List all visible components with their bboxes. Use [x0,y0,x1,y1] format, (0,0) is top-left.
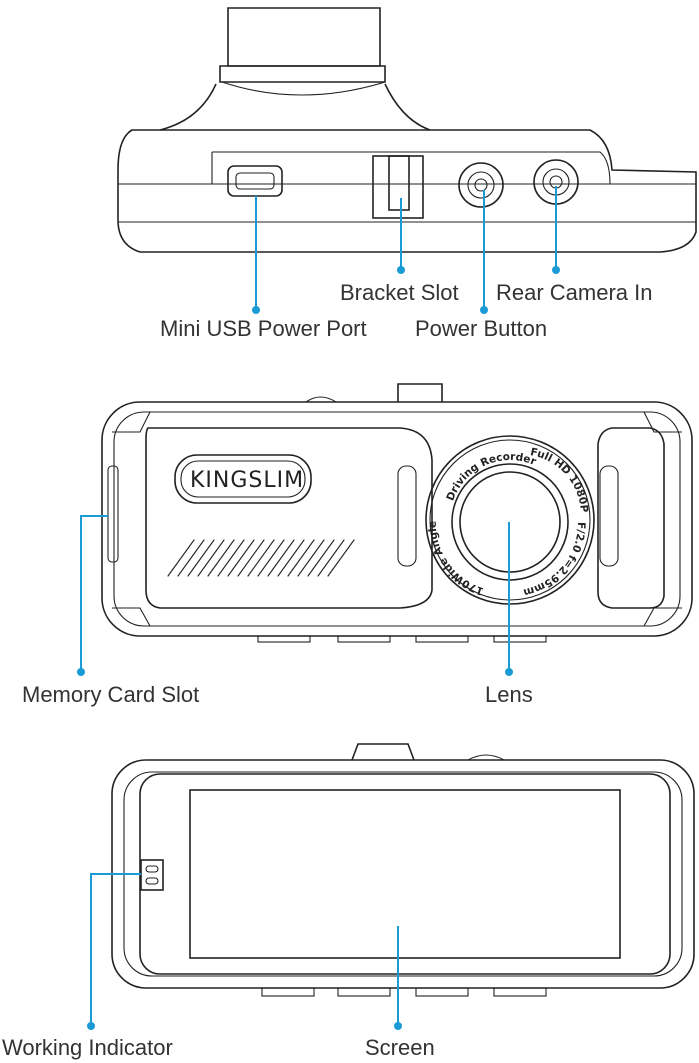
vent-slat [167,539,195,577]
back-bottom-button-2 [337,987,391,997]
back-body-inner [123,771,683,977]
working-indicator-led-1 [145,865,159,873]
back-view: Working Indicator Screen [2,743,695,1060]
indicator-leader [90,873,141,1026]
usb-leader-dot [252,306,260,314]
memory-card-leader-dot [77,668,85,676]
label-memory-card-slot: Memory Card Slot [22,682,199,707]
vent-slat [257,539,285,577]
mount-curve [221,81,386,96]
label-working-indicator: Working Indicator [2,1035,173,1060]
label-power-button: Power Button [415,316,547,341]
vent-slat [287,539,315,577]
label-rear-camera-in: Rear Camera In [496,280,653,305]
working-indicator-led-2 [145,877,159,885]
indicator-leader-dot [87,1022,95,1030]
front-lens-left-bracket [397,465,417,567]
label-mini-usb-power-port: Mini USB Power Port [160,316,367,341]
back-top-clip [351,743,415,761]
front-top-clip [397,383,443,402]
vent-slat [297,539,325,577]
screen-leader-dot [394,1022,402,1030]
front-body-inner [113,411,681,627]
front-chamfer-tl [112,411,151,433]
front-left-side-slot [107,465,119,563]
back-bottom-button-1 [261,987,315,997]
vent-slat [247,539,275,577]
back-top-button [467,754,505,761]
front-bottom-button-3 [415,635,469,643]
vent-slat [237,539,265,577]
front-left-panel [145,427,433,609]
vent-slat [177,539,205,577]
power-button-core [474,178,488,192]
power-button [458,162,504,208]
brand-logo: KINGSLIM [190,468,304,493]
working-indicator [140,859,164,891]
back-body-outline [111,759,695,989]
vent-slat [277,539,305,577]
vent-slat [197,539,225,577]
vent-slat [267,539,295,577]
vent-grille [167,539,355,577]
lens-ring-text-top-right: Full HD 1080P [529,446,590,513]
screen [189,789,621,959]
front-right-panel [597,427,665,609]
top-body-outline [117,129,697,253]
front-bottom-button-1 [257,635,311,643]
bracket-slot-inner [388,155,410,211]
mini-usb-port-inner [235,172,275,190]
vent-slat [317,539,345,577]
memory-card-leader [80,515,108,672]
body-hump [159,83,431,131]
vent-slat [307,539,335,577]
bracket-slot [372,155,424,219]
lens-leader-dot [505,668,513,676]
brand-logo-frame [174,454,312,504]
label-screen: Screen [365,1035,435,1060]
front-bottom-button-2 [337,635,391,643]
front-chamfer-tr [643,411,682,433]
front-lens-right-bracket [599,465,619,567]
top-view: Bracket Slot Rear Camera In Mini USB Pow… [117,7,697,341]
top-body-inner [211,151,611,185]
brand-logo-frame-inner [180,460,306,498]
power-leader-dot [480,306,488,314]
top-callout-lines [252,186,560,314]
mount-base [219,65,386,83]
back-bottom-button-4 [493,987,547,997]
label-lens: Lens [485,682,533,707]
front-body-outline [101,401,693,637]
back-bezel [139,773,671,975]
rear-leader-dot [552,266,560,274]
vent-slat [327,539,355,577]
vent-slat [187,539,215,577]
vent-slat [207,539,235,577]
mount-block [227,7,381,67]
front-bottom-button-4 [493,635,547,643]
label-bracket-slot: Bracket Slot [340,280,459,305]
bracket-leader-dot [397,266,405,274]
vent-slat [217,539,245,577]
front-view: KINGSLIM Driving Recorder Full HD 1080P … [22,383,693,707]
back-bottom-button-3 [415,987,469,997]
power-button-inner [467,171,495,199]
front-top-button [305,396,337,403]
front-chamfer-bl [112,607,151,627]
vent-slat [227,539,255,577]
